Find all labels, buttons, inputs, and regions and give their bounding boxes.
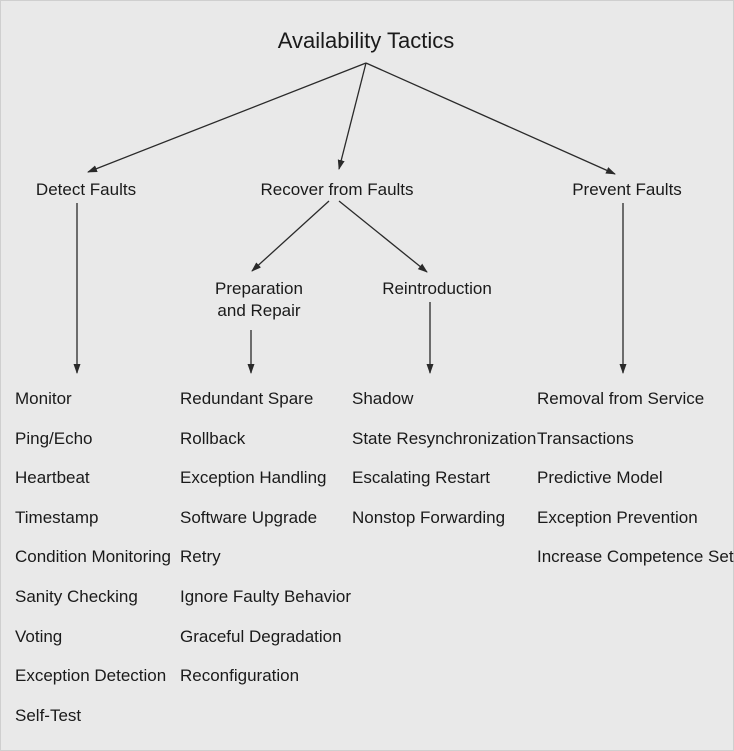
list-item: Reconfiguration: [180, 666, 300, 686]
preparation-repair-line2: and Repair: [217, 301, 301, 320]
list-item: Nonstop Forwarding: [352, 507, 506, 527]
list-item: Self-Test: [15, 705, 82, 725]
list-item: Redundant Spare: [180, 389, 314, 408]
list-item: Escalating Restart: [352, 468, 490, 488]
preparation-repair-line1: Preparation: [215, 279, 303, 298]
list-item: Software Upgrade: [180, 507, 318, 527]
list-item: Exception Prevention: [537, 507, 698, 527]
list-item: Shadow: [352, 389, 414, 408]
list-item: Rollback: [180, 428, 246, 448]
root-node: Availability Tactics: [277, 28, 455, 53]
list-item: Condition Monitoring: [15, 547, 171, 567]
recover-faults-node: Recover from Faults: [260, 180, 414, 199]
list-item: Exception Handling: [180, 468, 327, 488]
detect-faults-node: Detect Faults: [35, 180, 137, 199]
list-item: Ignore Faulty Behavior: [180, 586, 352, 606]
edge-recover-to-reintroduction: [338, 200, 428, 273]
list-item: Increase Competence Set: [537, 547, 734, 567]
edge-recover-to-preparation: [251, 200, 330, 272]
preparation-repair-node: Preparation and Repair: [215, 278, 303, 322]
list-item: Transactions: [537, 428, 634, 448]
list-item: Monitor: [15, 389, 72, 408]
edge-root-to-detect: [87, 62, 367, 173]
reintroduction-node: Reintroduction: [382, 279, 492, 298]
edge-root-to-recover: [337, 62, 367, 170]
list-item: Sanity Checking: [15, 586, 138, 606]
list-item: Retry: [180, 547, 221, 567]
list-item: Ping/Echo: [15, 428, 93, 448]
preparation-repair-list: Redundant Spare Rollback Exception Handl…: [180, 388, 351, 705]
list-item: Removal from Service: [537, 389, 705, 408]
list-item: State Resynchronization: [352, 428, 537, 448]
detect-faults-list: Monitor Ping/Echo Heartbeat Timestamp Co…: [15, 388, 171, 744]
list-item: Timestamp: [15, 507, 99, 527]
list-item: Exception Detection: [15, 666, 167, 686]
prevent-faults-node: Prevent Faults: [572, 180, 682, 199]
list-item: Voting: [15, 626, 63, 646]
list-item: Heartbeat: [15, 468, 90, 488]
prevent-faults-list: Removal from Service Transactions Predic…: [537, 388, 734, 586]
list-item: Graceful Degradation: [180, 626, 342, 646]
edge-root-to-prevent: [365, 62, 616, 175]
reintroduction-list: Shadow State Resynchronization Escalatin…: [352, 388, 536, 546]
list-item: Predictive Model: [537, 468, 663, 488]
